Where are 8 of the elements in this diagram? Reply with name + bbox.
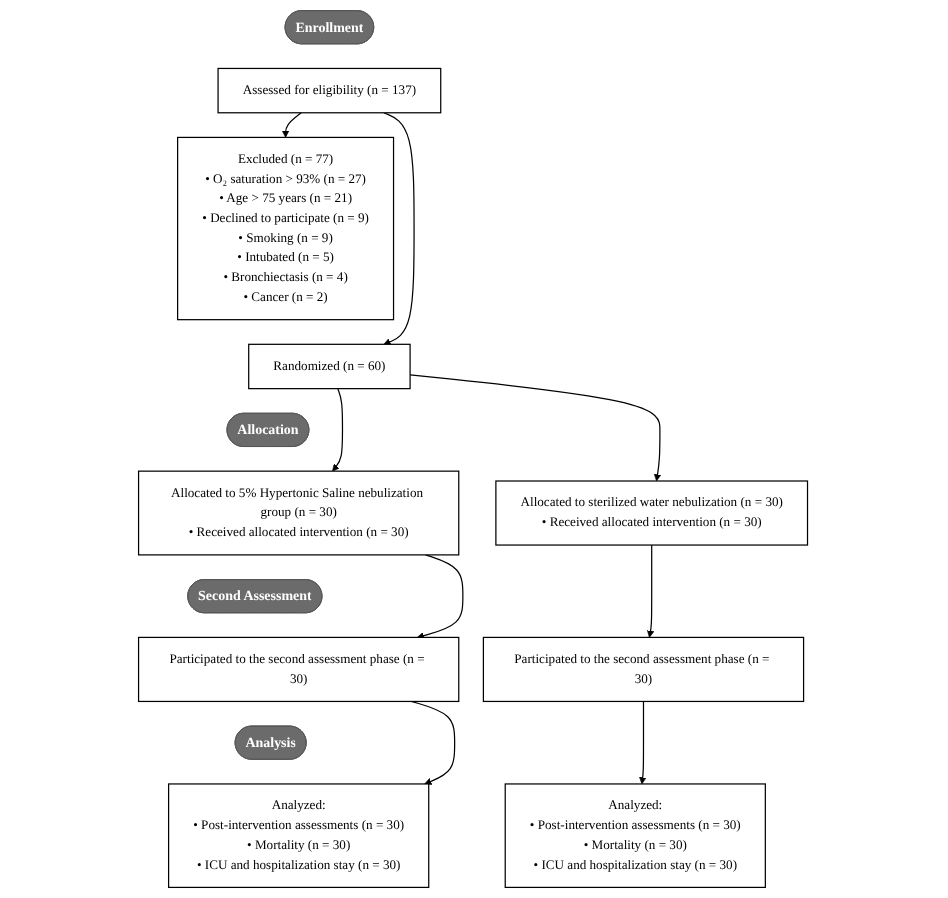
arrow <box>282 112 303 138</box>
arrow <box>640 700 648 785</box>
arrow <box>411 700 457 785</box>
arrow <box>384 112 416 346</box>
arrow <box>417 554 465 640</box>
arrow <box>648 544 656 638</box>
arrow <box>410 374 663 482</box>
arrow <box>333 388 345 472</box>
